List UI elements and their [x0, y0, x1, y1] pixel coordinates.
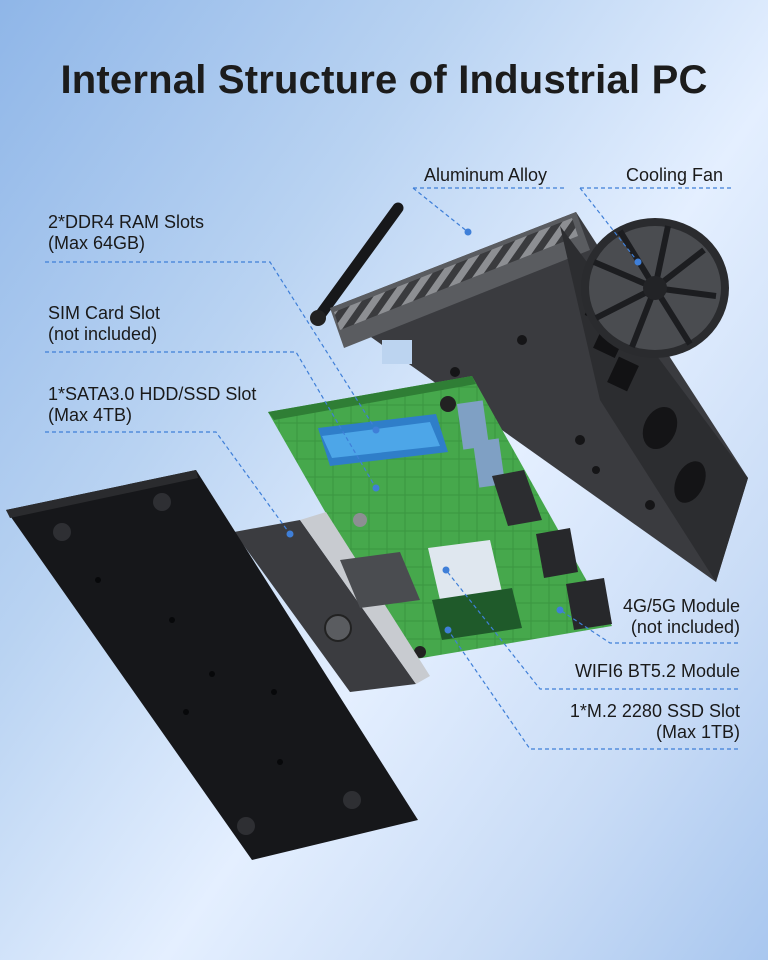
callout-sublabel: (Max 4TB) [48, 405, 133, 425]
callout-wifi-module: WIFI6 BT5.2 Module [575, 661, 740, 682]
callout-label: WIFI6 BT5.2 Module [574, 661, 740, 681]
callout-m2-slot: 1*M.2 2280 SSD Slot (Max 1TB) [570, 701, 740, 743]
callout-sata-slot: 1*SATA3.0 HDD/SSD Slot (Max 4TB) [48, 384, 256, 426]
callout-label: Aluminum Alloy [424, 165, 548, 185]
callout-cooling-fan: Cooling Fan [626, 165, 723, 186]
leader-lines [45, 187, 738, 750]
motherboard [268, 376, 612, 660]
callout-sublabel: (Max 1TB) [655, 722, 740, 742]
cooling-fan [581, 218, 729, 358]
callout-label: SIM Card Slot [48, 303, 161, 323]
callout-sublabel: (Max 64GB) [48, 233, 146, 253]
callout-aluminum-alloy: Aluminum Alloy [424, 165, 547, 186]
page-title: Internal Structure of Industrial PC [60, 58, 708, 102]
wifi-antenna [310, 202, 404, 326]
callout-4g5g-module: 4G/5G Module (not included) [623, 596, 740, 638]
callout-sublabel: (not included) [630, 617, 740, 637]
hdd-bracket [234, 512, 430, 692]
callout-label: Cooling Fan [626, 165, 724, 185]
callout-ram-slots: 2*DDR4 RAM Slots (Max 64GB) [48, 212, 204, 254]
callout-label: 4G/5G Module [622, 596, 740, 616]
callout-sublabel: (not included) [48, 324, 158, 344]
callout-sim-slot: SIM Card Slot (not included) [48, 303, 160, 345]
callout-label: 1*SATA3.0 HDD/SSD Slot [48, 384, 257, 404]
bottom-plate [6, 470, 418, 860]
callout-label: 1*M.2 2280 SSD Slot [569, 701, 740, 721]
callout-label: 2*DDR4 RAM Slots [48, 212, 205, 232]
leader-dots [286, 228, 642, 634]
